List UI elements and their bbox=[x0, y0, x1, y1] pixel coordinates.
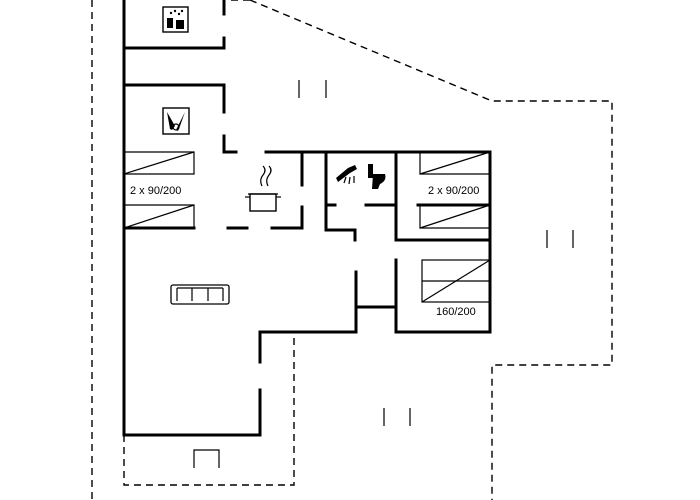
bedroom-double-label: 160/200 bbox=[436, 306, 476, 318]
kitchen-pot-icon bbox=[245, 165, 281, 212]
sofa-icon bbox=[170, 284, 230, 305]
bedroom-right-label: 2 x 90/200 bbox=[428, 185, 479, 197]
interior-walls bbox=[122, 150, 492, 309]
shower-icon bbox=[336, 165, 357, 185]
sauna-icon bbox=[162, 6, 189, 33]
exterior-walls bbox=[122, 0, 492, 437]
bedroom-left-label: 2 x 90/200 bbox=[130, 185, 181, 197]
beds-left bbox=[123, 151, 195, 229]
bed-icon bbox=[421, 259, 491, 303]
terrace-markers bbox=[298, 80, 574, 426]
toilet-icon bbox=[368, 164, 386, 189]
terrace-outline bbox=[91, 0, 613, 500]
beds-right bbox=[419, 151, 491, 229]
utility-icon bbox=[162, 107, 190, 135]
fireplace-icon bbox=[193, 449, 220, 468]
